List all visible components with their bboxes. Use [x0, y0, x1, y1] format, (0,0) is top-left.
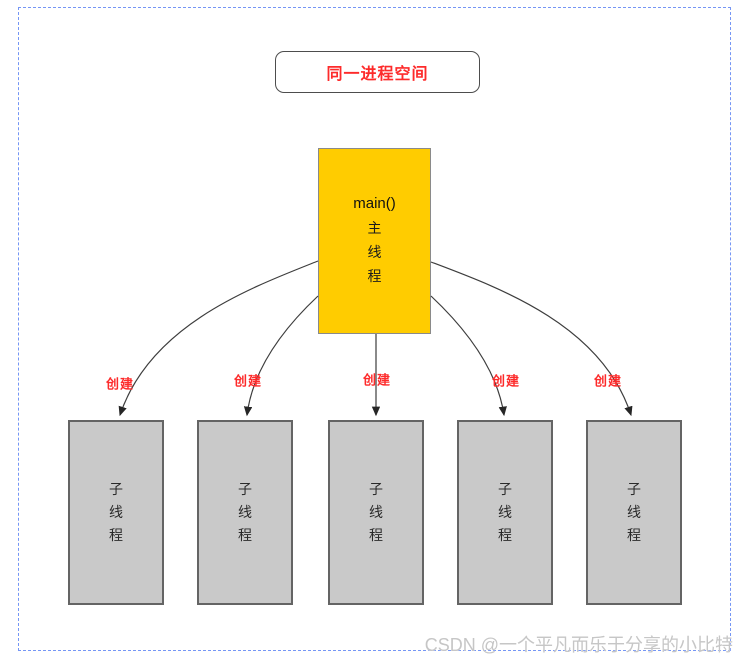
- child-thread-char-1: 子: [498, 481, 512, 497]
- child-thread-box-1: 子 线 程: [68, 420, 164, 605]
- main-func-label: main(): [353, 194, 396, 212]
- child-thread-char-3: 程: [627, 527, 641, 543]
- create-label-4: 创建: [491, 373, 521, 389]
- main-thread-char-1: 主: [367, 219, 382, 236]
- child-thread-char-2: 线: [498, 504, 512, 520]
- process-space-title: 同一进程空间: [326, 66, 429, 83]
- child-thread-box-4: 子 线 程: [457, 420, 553, 605]
- child-thread-char-2: 线: [109, 504, 123, 520]
- main-thread-box: main() 主 线 程: [318, 148, 431, 334]
- watermark: CSDN @一个平凡而乐于分享的小比特: [424, 635, 733, 655]
- child-thread-char-3: 程: [238, 527, 252, 543]
- process-space-title-box: 同一进程空间: [275, 51, 480, 93]
- child-thread-char-3: 程: [109, 527, 123, 543]
- child-thread-char-2: 线: [627, 504, 641, 520]
- child-thread-box-5: 子 线 程: [586, 420, 682, 605]
- child-thread-char-1: 子: [369, 481, 383, 497]
- child-thread-char-1: 子: [238, 481, 252, 497]
- child-thread-char-2: 线: [238, 504, 252, 520]
- child-thread-box-3: 子 线 程: [328, 420, 424, 605]
- child-thread-char-3: 程: [498, 527, 512, 543]
- child-thread-char-1: 子: [627, 481, 641, 497]
- main-thread-char-2: 线: [367, 243, 382, 260]
- child-thread-box-2: 子 线 程: [197, 420, 293, 605]
- create-label-2: 创建: [233, 373, 263, 389]
- process-space-dashed-frame: [18, 7, 731, 651]
- create-label-5: 创建: [593, 373, 623, 389]
- main-thread-char-3: 程: [367, 267, 382, 284]
- child-thread-char-3: 程: [369, 527, 383, 543]
- create-label-3: 创建: [362, 372, 392, 388]
- create-label-1: 创建: [105, 376, 135, 392]
- child-thread-char-1: 子: [109, 481, 123, 497]
- child-thread-char-2: 线: [369, 504, 383, 520]
